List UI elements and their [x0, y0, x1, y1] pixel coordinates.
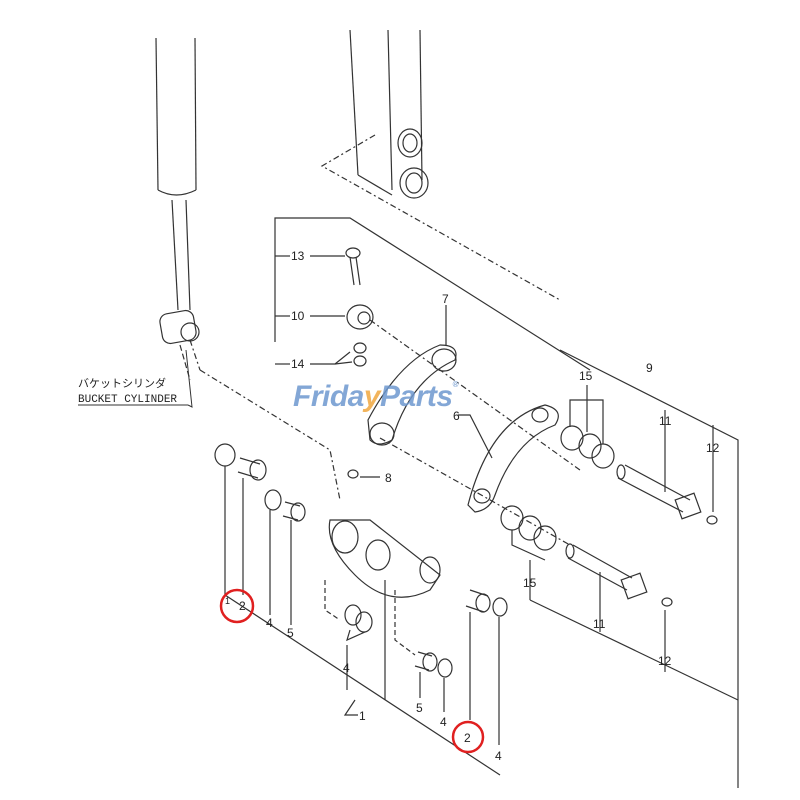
component-label-en: BUCKET CYLINDER — [78, 394, 177, 406]
callout-5-center: 5 — [416, 701, 423, 715]
callout-4-left: 4 — [266, 616, 273, 630]
callout-5-left: 5 — [287, 626, 294, 640]
callout-1-small: 1 — [225, 596, 230, 606]
callout-14: 14 — [291, 357, 305, 371]
component-label-jp: バケットシリンダ — [78, 376, 166, 390]
callout-15-upper: 15 — [579, 369, 593, 383]
callout-15-lower: 15 — [523, 576, 537, 590]
callout-4-center: 4 — [343, 661, 350, 675]
callout-12-lower: 12 — [658, 654, 672, 668]
callout-4-right: 4 — [495, 749, 502, 763]
callout-11-lower: 11 — [593, 617, 606, 631]
callout-8: 8 — [385, 471, 392, 485]
callout-12-upper: 12 — [706, 441, 720, 455]
callout-6: 6 — [453, 409, 460, 423]
callout-2-left: 2 — [239, 599, 246, 613]
callout-1: 1 — [359, 709, 366, 723]
highlight-circle-2-left — [219, 588, 255, 624]
callout-7: 7 — [442, 292, 449, 306]
arm — [320, 29, 561, 301]
callout-2-right: 2 — [464, 731, 471, 745]
bucket-cylinder — [155, 37, 201, 381]
callout-13: 13 — [291, 249, 305, 263]
watermark-logo: FridayParts® — [293, 380, 459, 413]
callout-9: 9 — [646, 361, 653, 375]
highlight-circle-2-right — [451, 720, 485, 754]
callout-11-upper: 11 — [659, 414, 672, 428]
callout-10: 10 — [291, 309, 305, 323]
callout-4-center-right: 4 — [440, 715, 447, 729]
